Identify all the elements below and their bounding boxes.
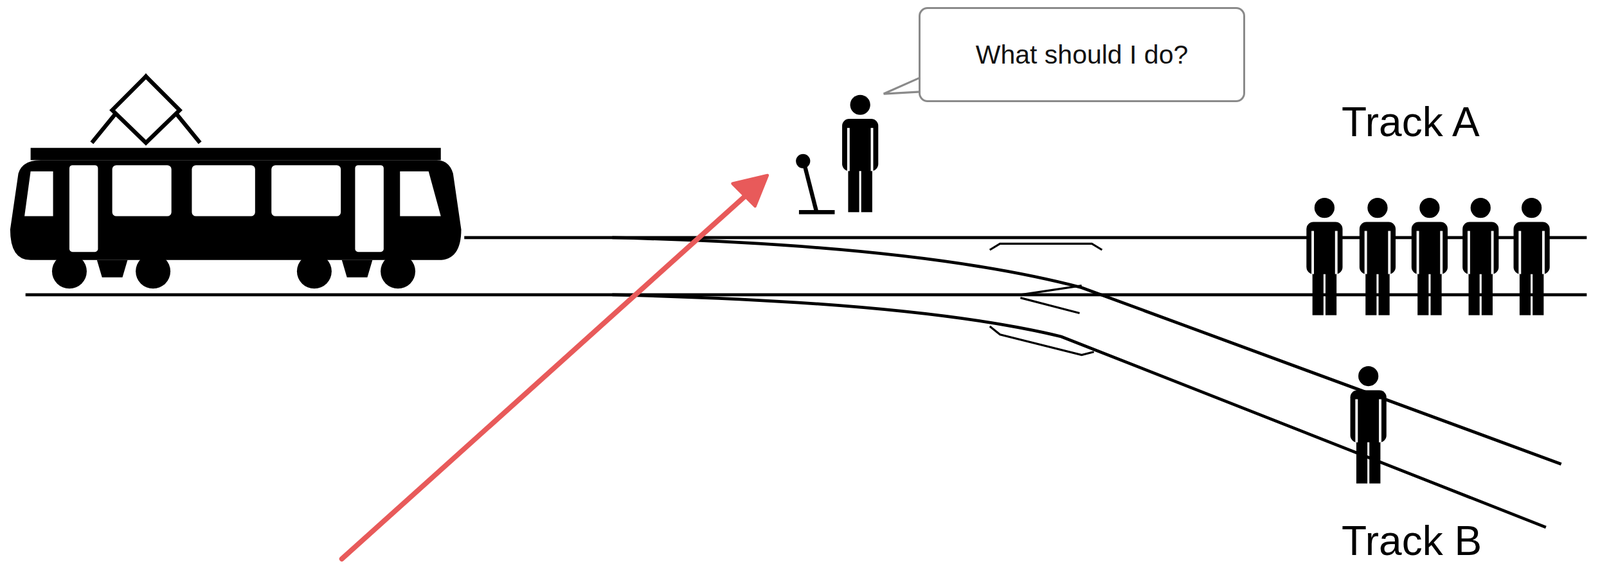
one-person <box>1350 366 1387 485</box>
tram <box>10 76 462 289</box>
five-people <box>1306 197 1550 316</box>
speech-bubble: What should I do? <box>918 7 1246 103</box>
bubble-tail <box>883 77 921 94</box>
red-arrow <box>341 175 768 560</box>
speech-text: What should I do? <box>975 39 1188 71</box>
bystander <box>842 95 879 213</box>
track-label: Track A <box>1341 101 1480 143</box>
lever <box>795 154 835 213</box>
track-label: Track B <box>1341 520 1482 562</box>
tracks <box>25 237 1588 528</box>
